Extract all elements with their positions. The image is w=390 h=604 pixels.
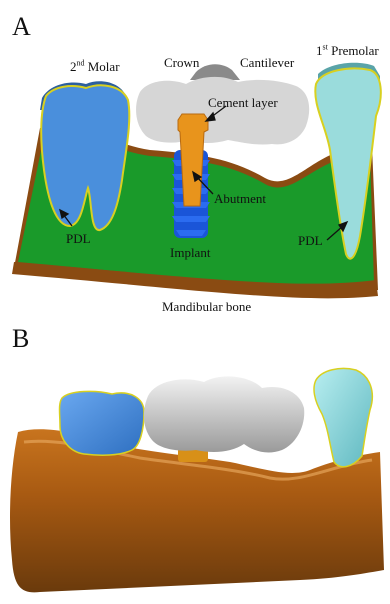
molar-model [60,391,145,455]
cantilever-label: Cantilever [240,56,294,69]
implant-label: Implant [170,246,210,259]
molar-label-sup: nd [77,59,85,68]
panel-b-letter: B [12,326,29,352]
pdl-right-label: PDL [298,234,323,247]
premolar-model [314,368,372,466]
mandibular-bone-label: Mandibular bone [162,300,251,313]
molar-label-suffix: Molar [85,59,120,74]
panel-a-letter: A [12,14,31,40]
crown-cantilever [136,77,309,145]
first-premolar-label: 1st Premolar [316,44,379,57]
premolar-label-suffix: Premolar [328,43,379,58]
pdl-left-label: PDL [66,232,91,245]
panel-b-model [10,368,384,592]
panel-a-diagram [12,63,381,299]
second-molar-label: 2nd Molar [70,60,120,73]
crown-label: Crown [164,56,199,69]
cement-layer-label: Cement layer [208,96,278,109]
crown-model [144,376,304,452]
abutment-label: Abutment [214,192,266,205]
